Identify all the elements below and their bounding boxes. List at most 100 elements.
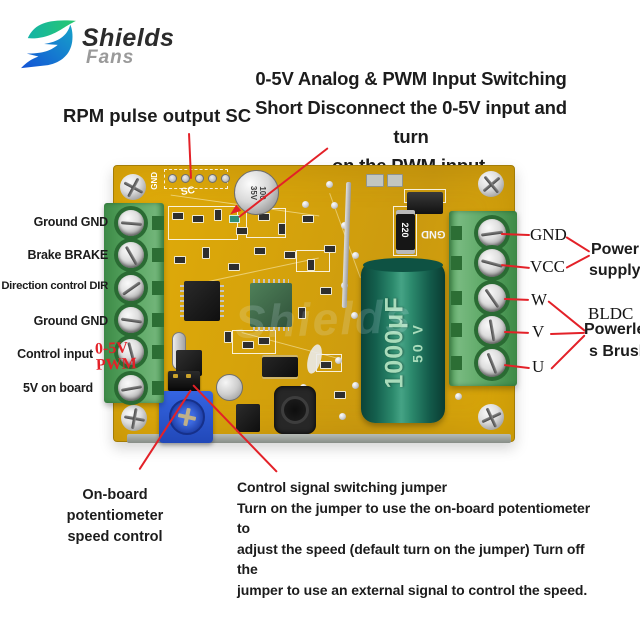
terminal-notch — [152, 248, 164, 262]
smd-component — [334, 391, 346, 399]
annotation-line-w-motor — [547, 300, 586, 332]
corner-screw — [121, 405, 147, 431]
jumper-pin — [173, 374, 178, 378]
group-label-supply: supply — [589, 262, 640, 279]
solder-pad — [335, 357, 342, 364]
pin-label-control-input: Control input — [17, 347, 93, 361]
smd-component — [258, 337, 270, 345]
terminal-notch — [152, 281, 164, 295]
silk-outline — [296, 250, 330, 272]
ic-pins — [253, 327, 289, 331]
solder-pad — [455, 393, 462, 400]
silk-outline — [393, 206, 417, 256]
terminal-notch — [451, 323, 462, 337]
smd-component — [254, 247, 266, 255]
smd-component — [298, 307, 306, 319]
left-terminal-block — [104, 203, 164, 403]
smd-component — [284, 251, 296, 259]
annotation-line-gnd-power — [565, 236, 591, 253]
pin-label-w: W — [531, 290, 548, 309]
group-label-power: Power — [591, 241, 640, 258]
inductor-core — [281, 396, 309, 424]
corner-screw — [478, 171, 504, 197]
smd-component — [320, 287, 332, 295]
callout-line: On-board potentiometer — [66, 487, 164, 524]
main-capacitor — [361, 261, 445, 423]
solder-pad — [352, 252, 359, 259]
callout-jumper-note: Control signal switching jumper Turn on … — [237, 477, 597, 600]
potentiometer-dial — [169, 399, 205, 435]
terminal-screw-w — [478, 284, 506, 312]
sc-pad — [195, 174, 204, 183]
terminal-screw-gnd2 — [118, 307, 144, 333]
jumper-pin — [186, 374, 191, 378]
smd-component — [320, 361, 332, 369]
terminal-screw-u — [478, 349, 506, 377]
terminal-notch — [451, 291, 462, 305]
solder-pad — [352, 382, 359, 389]
terminal-notch — [451, 256, 462, 270]
brand-subtitle: Fans — [86, 47, 135, 68]
terminal-notch — [152, 381, 164, 395]
callout-line: jumper to use an external signal to cont… — [237, 581, 588, 598]
callout-line: speed control — [67, 529, 163, 545]
terminal-notch — [152, 345, 164, 359]
diode-component — [407, 192, 443, 214]
callout-line: adjust the speed (default turn on the ju… — [237, 540, 585, 578]
callout-input-switching: 0-5V Analog & PWM Input Switching Short … — [245, 64, 577, 180]
smd-component — [242, 341, 254, 349]
ic-chip-ssop — [250, 283, 292, 327]
sc-pad — [208, 174, 217, 183]
pin-label-vcc: VCC — [530, 257, 565, 276]
ic-pins — [180, 285, 184, 319]
smd-component — [236, 227, 248, 235]
inductor-coil — [274, 386, 316, 434]
smd-component — [192, 215, 204, 223]
watermark: Shields — [234, 289, 414, 349]
terminal-screw-gnd — [478, 219, 506, 247]
annotation-line-v-motor — [549, 331, 586, 335]
ic-pins — [220, 285, 224, 319]
pin-label-ground-2: Ground GND — [33, 314, 109, 328]
terminal-screw-vcc — [478, 249, 506, 277]
potentiometer — [159, 391, 213, 443]
pin-label-ground-1: Ground GND — [33, 215, 109, 229]
solder-pad — [302, 201, 309, 208]
callout-pot-speed: On-board potentiometer speed control — [38, 485, 192, 548]
smd-component — [214, 209, 222, 221]
ic-pins — [253, 279, 289, 283]
brand-title: Shields — [82, 24, 175, 52]
pin-label-5v: 5V on board — [22, 381, 93, 395]
solder-pad — [326, 181, 333, 188]
solder-pad — [339, 413, 346, 420]
main-capacitor-rim — [363, 258, 443, 272]
callout-line: Short Disconnect the 0-5V input and turn — [255, 97, 567, 147]
smd-resistor — [387, 174, 403, 187]
smd-component — [324, 245, 336, 253]
terminal-screw-pwm — [118, 339, 144, 365]
callout-line: Control signal switching jumper — [237, 479, 448, 495]
smd-resistor — [366, 174, 384, 187]
ic-chip-soic16 — [184, 281, 220, 321]
pin-label-v: V — [532, 322, 545, 341]
jumper-cap — [168, 371, 200, 391]
brand-logo-icon — [21, 20, 76, 69]
terminal-notch — [152, 313, 164, 327]
smd-component — [224, 331, 232, 343]
terminal-screw-gnd1 — [118, 210, 144, 236]
terminal-notch — [451, 356, 462, 370]
smd-component — [278, 223, 286, 235]
terminal-screw-v — [478, 316, 506, 344]
pin-label-u: U — [532, 357, 545, 376]
smd-component — [172, 212, 184, 220]
annotation-line-vcc-power — [565, 254, 591, 269]
terminal-notch — [152, 216, 164, 230]
smd-component — [307, 259, 315, 271]
group-label-s-brush: s Brush — [589, 343, 640, 360]
smd-component — [202, 247, 210, 259]
sc-pad — [181, 174, 190, 183]
group-label-bldc: BLDC — [588, 304, 634, 323]
terminal-notch — [451, 226, 462, 240]
silk-gnd-top-label: GND — [150, 172, 159, 190]
